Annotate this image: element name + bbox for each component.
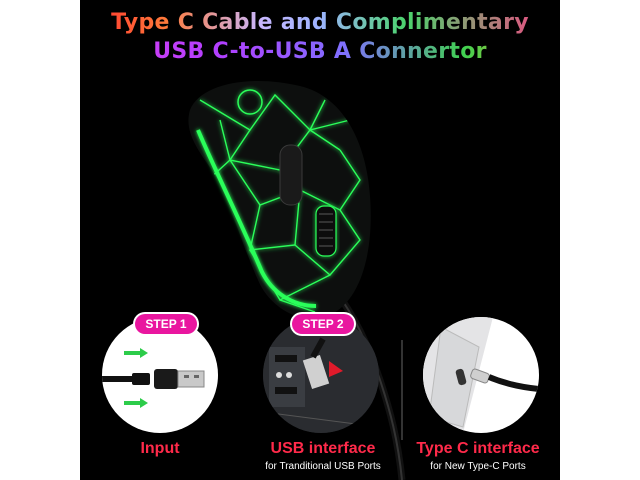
- usb-port-icon: [263, 317, 379, 433]
- usb-interface-label: USB interface: [270, 440, 376, 457]
- title-line-2: USB C-to-USB A Connertor: [80, 37, 560, 66]
- gaming-mouse-image: [188, 80, 406, 480]
- step-2-badge: STEP 2: [292, 314, 354, 334]
- title-line-1: Type C Cable and Complimentary: [80, 8, 560, 37]
- input-panel: [102, 317, 218, 433]
- step-1-badge: STEP 1: [135, 314, 197, 334]
- product-banner: Type C Cable and Complimentary USB C-to-…: [80, 0, 560, 480]
- banner-title: Type C Cable and Complimentary USB C-to-…: [80, 8, 560, 66]
- usb-adapter-icon: [102, 348, 205, 408]
- type-c-port-icon: [423, 317, 539, 433]
- usb-interface-sublabel: for Tranditional USB Ports: [265, 461, 381, 472]
- type-c-interface-label: Type C interface: [416, 440, 540, 457]
- input-label: Input: [140, 440, 180, 457]
- type-c-panel: [423, 317, 539, 433]
- type-c-interface-sublabel: for New Type-C Ports: [430, 461, 526, 472]
- usb-port-panel: [263, 317, 379, 433]
